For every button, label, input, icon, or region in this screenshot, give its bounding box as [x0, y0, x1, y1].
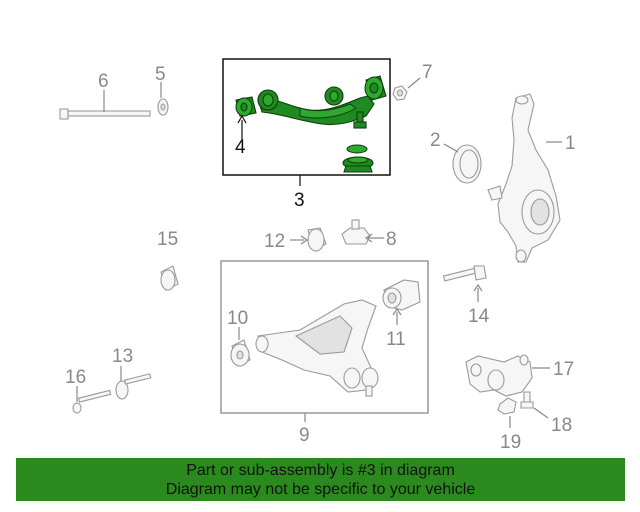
- bump-stop-12[interactable]: [307, 227, 327, 252]
- leader-7: [407, 77, 421, 89]
- bracket-17[interactable]: [465, 354, 533, 397]
- lower-bushing-11[interactable]: [382, 279, 421, 311]
- bolt-16[interactable]: [72, 389, 112, 414]
- washer-5[interactable]: [157, 98, 169, 116]
- bolt-14[interactable]: [442, 265, 487, 282]
- arrow-4: [237, 114, 247, 124]
- lower-bushing-10[interactable]: [230, 339, 251, 367]
- arrow-14: [473, 283, 483, 292]
- bolt-18[interactable]: [520, 391, 534, 409]
- callout-15: 15: [157, 229, 178, 250]
- upper-control-arm[interactable]: [257, 86, 375, 129]
- dust-seal-2[interactable]: [452, 144, 482, 184]
- callout-4: 4: [235, 137, 246, 158]
- callout-1: 1: [565, 133, 576, 154]
- callout-18: 18: [551, 415, 572, 436]
- callout-19: 19: [500, 432, 521, 453]
- lower-control-arm[interactable]: [255, 299, 379, 397]
- parts-diagram: 4 3 6 5 7 2 1 15: [59, 58, 576, 453]
- callout-17: 17: [553, 359, 574, 380]
- bushing-15[interactable]: [160, 265, 179, 291]
- info-banner: Part or sub-assembly is #3 in diagram Di…: [16, 458, 625, 501]
- callout-6: 6: [98, 71, 109, 92]
- callout-8: 8: [386, 229, 397, 250]
- nut-19[interactable]: [497, 397, 517, 415]
- leader-2: [443, 143, 459, 153]
- upper-arm-bushing-4[interactable]: [235, 96, 257, 117]
- mount-8[interactable]: [341, 219, 371, 245]
- callout-2: 2: [430, 130, 441, 151]
- upper-arm-box[interactable]: [222, 58, 391, 176]
- callout-9: 9: [299, 425, 310, 446]
- arrow-12: [300, 235, 309, 245]
- nut-7[interactable]: [392, 85, 408, 101]
- ball-joint-boot[interactable]: [342, 144, 374, 173]
- leader-18: [533, 407, 549, 419]
- callout-3: 3: [294, 190, 305, 211]
- callout-12: 12: [264, 231, 285, 252]
- banner-line-2: Diagram may not be specific to your vehi…: [165, 481, 476, 498]
- upper-arm-bushing-rear[interactable]: [364, 75, 387, 101]
- callout-5: 5: [155, 64, 166, 85]
- callout-16: 16: [65, 367, 86, 388]
- lower-arm-box[interactable]: [220, 260, 429, 414]
- arrow-8: [364, 233, 373, 243]
- arrow-11: [392, 307, 402, 316]
- callout-13: 13: [112, 346, 133, 367]
- steering-knuckle-1[interactable]: [487, 93, 561, 263]
- banner-line-1: Part or sub-assembly is #3 in diagram: [186, 462, 455, 479]
- cam-bolt-13[interactable]: [115, 373, 152, 400]
- callout-11: 11: [386, 329, 406, 350]
- callout-10: 10: [227, 308, 248, 329]
- bolt-6[interactable]: [59, 108, 151, 120]
- callout-14: 14: [468, 306, 490, 327]
- callout-7: 7: [422, 62, 433, 83]
